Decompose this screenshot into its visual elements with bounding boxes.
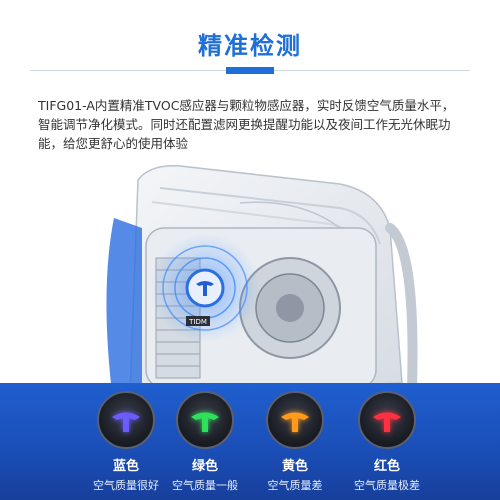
sensor-indicator-icon <box>196 281 214 296</box>
indicator-color-name: 黄色 <box>281 459 308 474</box>
t-shape-icon <box>266 391 324 449</box>
air-purifier-image: TIDM <box>106 165 418 394</box>
title-divider-accent <box>226 67 274 74</box>
t-shape-icon <box>176 391 234 449</box>
product-badge: TIDM <box>188 318 207 326</box>
indicator-color-name: 红色 <box>373 459 400 474</box>
indicator-status: 空气质量一般 <box>172 479 238 492</box>
indicator-color-name: 绿色 <box>191 459 218 474</box>
t-shape-icon <box>97 391 155 449</box>
indicator-panel: 蓝色 空气质量很好 绿色 空气质量一般 黄色 空气质量差 红色 空气质量极差 <box>0 383 500 500</box>
indicator-red: 红色 空气质量极差 <box>332 391 442 493</box>
indicator-blue: 蓝色 空气质量很好 <box>71 391 181 493</box>
indicator-green: 绿色 空气质量一般 <box>150 391 260 493</box>
indicator-color-name: 蓝色 <box>112 459 139 474</box>
description-text: TIFG01-A内置精准TVOC感应器与颗粒物感应器，实时反馈空气质量水平，智能… <box>38 98 455 151</box>
indicator-status: 空气质量很好 <box>93 479 159 492</box>
indicator-status: 空气质量差 <box>267 479 323 492</box>
indicator-yellow: 黄色 空气质量差 <box>240 391 350 493</box>
t-shape-icon <box>358 391 416 449</box>
indicator-status: 空气质量极差 <box>354 479 420 492</box>
page-title: 精准检测 <box>198 32 302 60</box>
